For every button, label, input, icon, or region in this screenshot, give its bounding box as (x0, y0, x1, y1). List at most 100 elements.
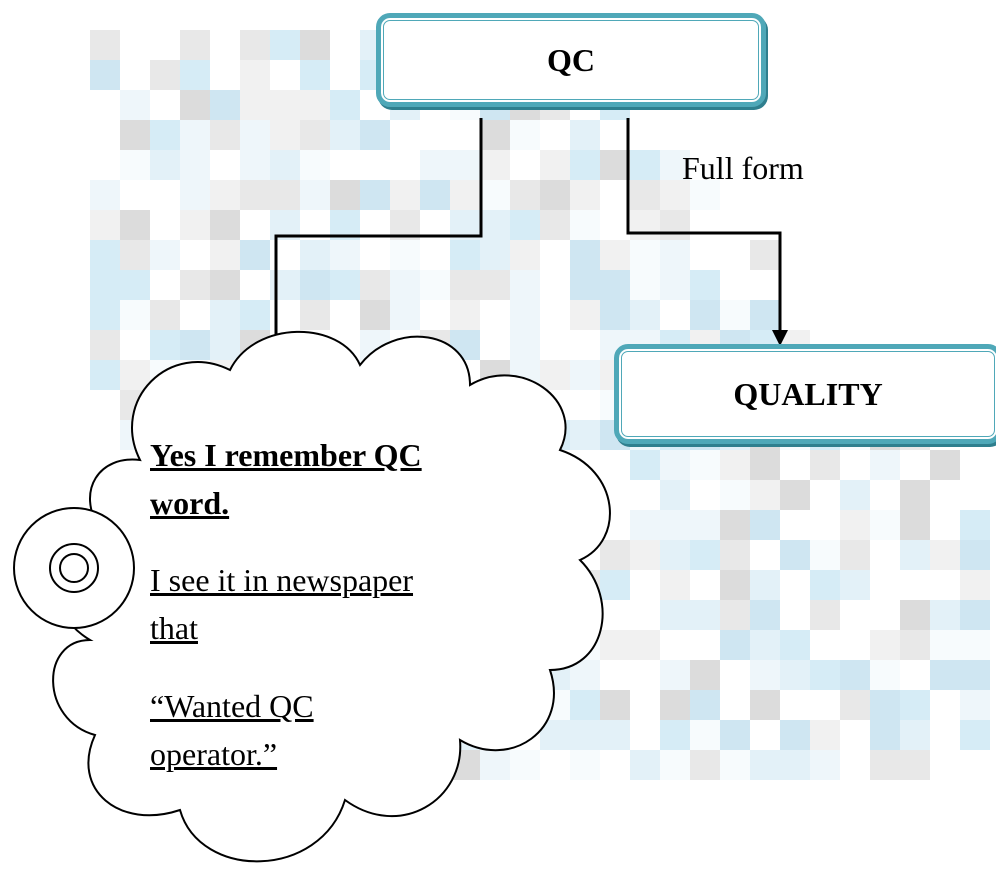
background-mosaic-tile (750, 570, 780, 600)
background-mosaic-tile (240, 300, 270, 330)
background-mosaic-tile (690, 510, 720, 540)
background-mosaic-tile (330, 90, 360, 120)
background-mosaic-tile (630, 450, 660, 480)
background-mosaic-tile (960, 720, 990, 750)
background-mosaic-tile (420, 180, 450, 210)
background-mosaic-tile (150, 120, 180, 150)
background-mosaic-tile (180, 60, 210, 90)
connector-root-to-thought (274, 118, 483, 352)
background-mosaic-tile (480, 750, 510, 780)
background-mosaic-tile (630, 540, 660, 570)
background-mosaic-tile (720, 510, 750, 540)
background-mosaic-tile (540, 210, 570, 240)
background-mosaic-tile (570, 210, 600, 240)
background-mosaic-tile (600, 690, 630, 720)
background-mosaic-tile (210, 90, 240, 120)
background-mosaic-tile (210, 180, 240, 210)
background-mosaic-tile (600, 240, 630, 270)
background-mosaic-tile (690, 300, 720, 330)
background-mosaic-tile (870, 510, 900, 540)
background-mosaic-tile (630, 510, 660, 540)
background-mosaic-tile (630, 180, 660, 210)
thought-cloud (52, 330, 611, 863)
background-mosaic-tile (330, 180, 360, 210)
background-mosaic-tile (720, 450, 750, 480)
background-mosaic-tile (780, 660, 810, 690)
background-mosaic-tile (690, 660, 720, 690)
background-mosaic-tile (930, 540, 960, 570)
background-mosaic-tile (930, 450, 960, 480)
background-mosaic-tile (300, 30, 330, 60)
background-mosaic-tile (120, 90, 150, 120)
background-mosaic-tile (570, 150, 600, 180)
background-mosaic-tile (750, 630, 780, 660)
background-mosaic-tile (180, 30, 210, 60)
background-mosaic-tile (840, 570, 870, 600)
background-mosaic-tile (780, 720, 810, 750)
background-mosaic-tile (660, 720, 690, 750)
background-mosaic-tile (180, 120, 210, 150)
background-mosaic-tile (870, 750, 900, 780)
background-mosaic-tile (660, 540, 690, 570)
background-mosaic-tile (570, 360, 600, 390)
background-mosaic-tile (240, 240, 270, 270)
background-mosaic-tile (150, 300, 180, 330)
background-mosaic-tile (240, 60, 270, 90)
background-mosaic-tile (240, 90, 270, 120)
background-mosaic-tile (960, 510, 990, 540)
background-mosaic-tile (690, 690, 720, 720)
background-mosaic-tile (600, 720, 630, 750)
background-mosaic-tile (900, 690, 930, 720)
thought-body-line-1: I see it in newspaper (150, 562, 414, 598)
background-mosaic-tile (930, 600, 960, 630)
background-mosaic-tile (90, 210, 120, 240)
background-mosaic-tile (300, 180, 330, 210)
background-mosaic-tile (660, 240, 690, 270)
background-mosaic-tile (300, 90, 330, 120)
background-mosaic-tile (660, 450, 690, 480)
background-mosaic-tile (450, 180, 480, 210)
background-mosaic-tile (390, 240, 420, 270)
background-mosaic-tile (510, 120, 540, 150)
background-mosaic-tile (450, 300, 480, 330)
background-mosaic-tile (120, 360, 150, 390)
background-mosaic-tile (570, 720, 600, 750)
background-mosaic-tile (360, 180, 390, 210)
background-mosaic-tile (90, 270, 120, 300)
background-mosaic-tile (750, 480, 780, 510)
background-mosaic-tile (630, 630, 660, 660)
background-mosaic-tile (900, 600, 930, 630)
background-mosaic-tile (750, 300, 780, 330)
background-mosaic-tile (300, 60, 330, 90)
background-mosaic-tile (570, 180, 600, 210)
background-mosaic-tile (660, 210, 690, 240)
thought-body-line-4: operator.” (150, 736, 278, 772)
background-mosaic-tile (150, 60, 180, 90)
background-mosaic-tile (690, 750, 720, 780)
background-mosaic-tile (510, 240, 540, 270)
background-mosaic-tile (300, 270, 330, 300)
background-mosaic-tile (960, 600, 990, 630)
background-mosaic-tile (510, 750, 540, 780)
background-mosaic-tile (840, 540, 870, 570)
background-mosaic-tile (690, 540, 720, 570)
background-mosaic-tile (570, 420, 600, 450)
background-mosaic-tile (660, 480, 690, 510)
background-mosaic-tile (120, 240, 150, 270)
background-mosaic-tile (660, 750, 690, 780)
background-mosaic-tile (660, 570, 690, 600)
background-mosaic-tile (720, 720, 750, 750)
background-mosaic-tile (840, 480, 870, 510)
background-mosaic-tile (810, 570, 840, 600)
background-mosaic-tile (270, 90, 300, 120)
background-mosaic-tile (960, 540, 990, 570)
background-mosaic-tile (660, 600, 690, 630)
background-mosaic-tile (90, 240, 120, 270)
root-node-label: QC (547, 41, 595, 78)
background-mosaic-tile (390, 300, 420, 330)
background-mosaic-tile (210, 240, 240, 270)
background-mosaic-tile (180, 330, 210, 360)
background-mosaic-tile (750, 600, 780, 630)
background-mosaic-tile (570, 120, 600, 150)
background-mosaic-tile (720, 750, 750, 780)
